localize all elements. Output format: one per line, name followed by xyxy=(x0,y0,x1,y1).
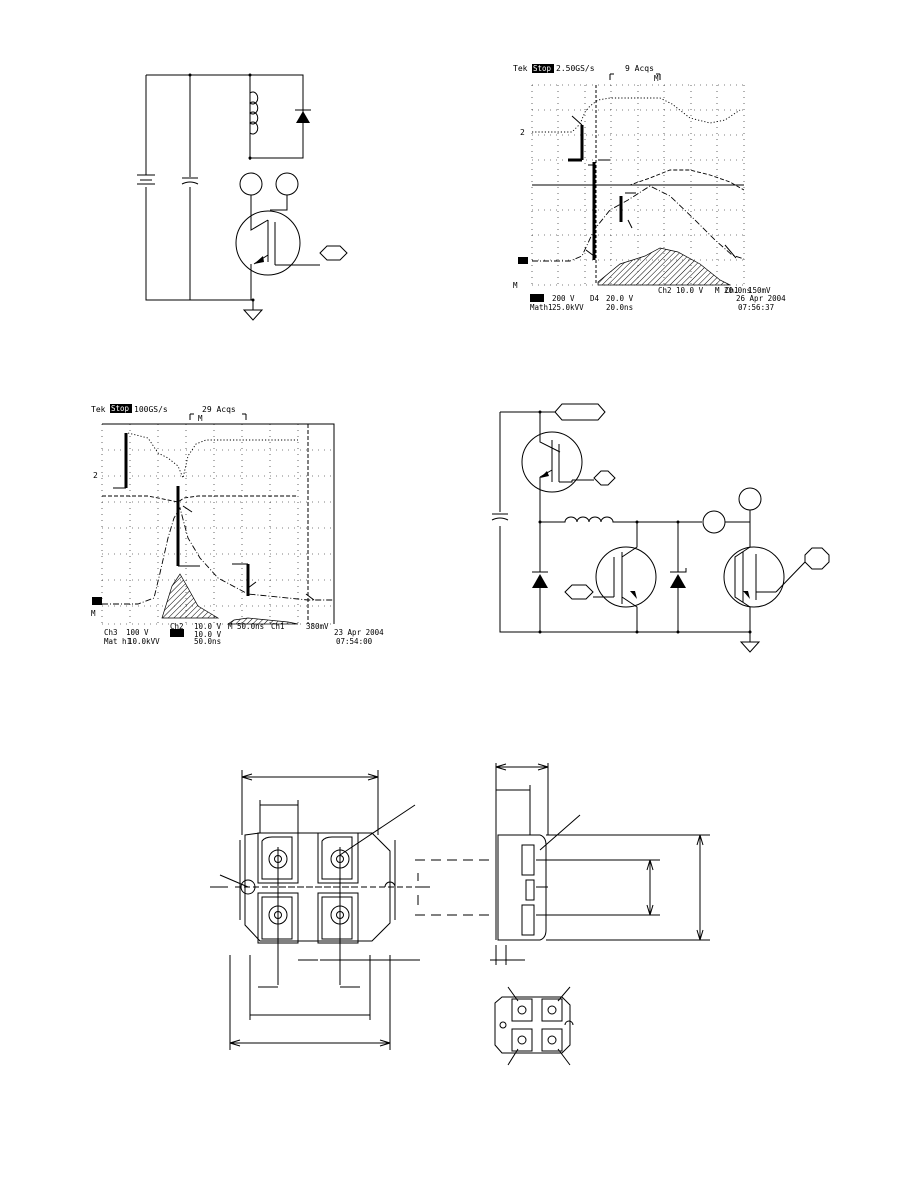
scope2-ch2-label: Ch2 xyxy=(170,622,184,631)
current-probe-circle xyxy=(702,510,726,534)
package-outline-drawing xyxy=(210,763,710,1066)
scope2-graticule xyxy=(101,423,335,625)
scope2-state-badge: Stop xyxy=(111,404,130,413)
energy-loss-area xyxy=(597,247,731,286)
battery-symbol xyxy=(137,174,155,185)
timebase: M 20.0ns xyxy=(715,286,751,295)
load-inductor xyxy=(540,516,702,523)
terminal-pad-2 xyxy=(317,832,359,884)
scope2-math-scale: 10.0kVV xyxy=(128,637,160,646)
voltage-waveform xyxy=(532,97,741,133)
current-probe-circle xyxy=(239,172,263,196)
scope2-voltage-waveform xyxy=(127,432,298,480)
scope2-acq-count: 29 Acqs xyxy=(202,405,236,414)
gate-waveform xyxy=(532,169,745,191)
inductor-symbol xyxy=(249,75,259,158)
scope2-ch3-label: Ch3 xyxy=(104,628,118,637)
scope2-ch3-scale: 100 V xyxy=(126,628,149,637)
auxiliary-igbt xyxy=(723,546,785,608)
dut-gate-octagon xyxy=(564,584,594,600)
top-gate-driver-octagon xyxy=(540,403,606,421)
scope2-math-label: Mat h1 xyxy=(104,637,131,646)
scope2-gate-waveform xyxy=(102,495,298,503)
capture-time: 07:56:37 xyxy=(738,303,774,312)
ground-icon xyxy=(242,300,264,321)
svg-text:M: M xyxy=(91,609,96,618)
math-label: Math1 xyxy=(530,303,553,312)
single-switch-test-circuit xyxy=(137,73,348,321)
ch2-ground-marker: 2 xyxy=(520,128,525,137)
high-side-igbt xyxy=(521,431,583,493)
ch2-label: Ch2 xyxy=(658,286,672,295)
math-time: 20.0ns xyxy=(606,303,633,312)
capacitor-symbol xyxy=(181,177,199,185)
scope2-energy-loss-area xyxy=(161,573,220,619)
scope-screen-turn-off: Tek Stop 2.50GS/s 9 Acqs M 2 M Ch2 10.0 … xyxy=(513,64,786,312)
ch4-scale: 20.0 V xyxy=(606,294,634,303)
scope2-ch2-scale: 10.0 V xyxy=(194,622,222,631)
igbt-device xyxy=(235,210,301,276)
ch1-scale: 200 V xyxy=(552,294,575,303)
scope2-cursor-bars xyxy=(124,433,250,596)
clamp-zener xyxy=(670,574,686,588)
terminal-pad-4 xyxy=(317,892,359,944)
measurement-cursor-bars xyxy=(568,125,623,260)
scope2-brand: Tek xyxy=(91,405,106,414)
ch2-scale: 10.0 V xyxy=(676,286,704,295)
scope-brand: Tek xyxy=(513,64,528,73)
trigger-source: Ch1 xyxy=(725,286,739,295)
double-pulse-test-circuit xyxy=(491,403,830,653)
voltage-probe-circle xyxy=(738,487,762,511)
svg-text:M: M xyxy=(513,281,518,290)
scope2-capture-date: 23 Apr 2004 xyxy=(334,628,384,637)
scope2-trigger-source: Ch1 xyxy=(271,622,285,631)
current-waveform xyxy=(532,185,745,262)
trigger-level: 150mV xyxy=(748,286,771,295)
aux-gate-octagon xyxy=(804,547,830,570)
scope2-trigger-level: 380mV xyxy=(306,622,329,631)
ground-icon xyxy=(739,632,761,653)
scope2-math-time: 50.0ns xyxy=(194,637,221,646)
scope2-timebase: M 50.0ns xyxy=(228,622,264,631)
ch4-label: D4 xyxy=(590,294,600,303)
scope-sample-rate: 2.50GS/s xyxy=(556,64,595,73)
diode-symbol xyxy=(296,111,310,123)
scope-acq-count: 9 Acqs xyxy=(625,64,654,73)
dut-igbt xyxy=(595,546,657,608)
high-side-gate-octagon xyxy=(593,470,616,486)
scope2-ch4-scale: 10.0 V xyxy=(194,630,222,639)
scope2-capture-time: 07:54:00 xyxy=(336,637,373,646)
dc-link-capacitor xyxy=(491,513,509,521)
scope-state-badge: Stop xyxy=(533,64,552,73)
math-scale: 25.0kVV xyxy=(552,303,584,312)
trigger-position-marker: M xyxy=(654,74,659,83)
scope-screen-turn-on: Tek Stop 100GS/s 29 Acqs M 2 M Ch3 100 V… xyxy=(91,404,384,646)
scope2-current-waveform xyxy=(102,506,334,605)
scope2-trigger-marker: M xyxy=(198,414,203,423)
capture-date: 26 Apr 2004 xyxy=(736,294,786,303)
voltage-probe-circle xyxy=(275,172,299,196)
scope2-ch2-marker: 2 xyxy=(93,471,98,480)
gate-driver-octagon xyxy=(319,245,348,261)
freewheel-diode xyxy=(532,574,548,588)
pinout-view xyxy=(494,996,571,1054)
module-side-view xyxy=(497,834,547,941)
scope2-sample-rate: 100GS/s xyxy=(134,405,168,414)
